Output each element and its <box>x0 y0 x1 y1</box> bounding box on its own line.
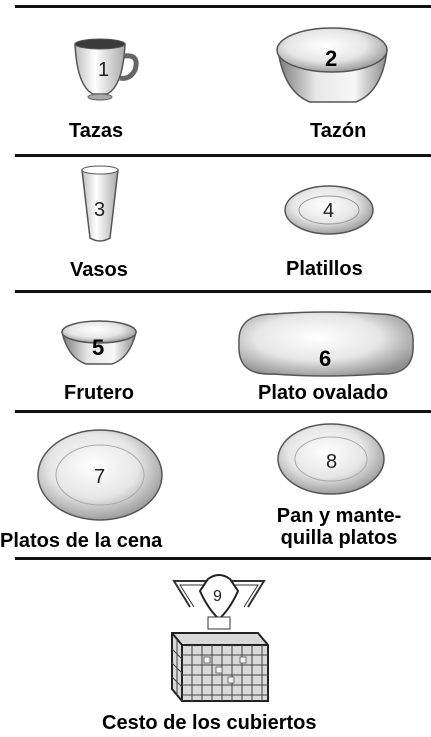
item-label: Platillos <box>286 258 363 280</box>
item-label: Platos de la cena <box>0 530 163 552</box>
divider-line <box>15 290 431 293</box>
item-number: 8 <box>326 451 337 473</box>
item-label: Tazón <box>310 120 367 142</box>
item-number: 6 <box>319 346 331 371</box>
fruit-bowl-icon: 5 <box>61 320 137 365</box>
divider-line <box>15 154 431 157</box>
saucer-icon: 4 <box>284 185 374 235</box>
cup-icon: 1 <box>74 38 139 101</box>
item-number: 9 <box>213 588 222 605</box>
item-number: 7 <box>94 466 105 488</box>
bread-plate-icon: 8 <box>277 423 385 495</box>
item-label-line: Pan y mante- <box>276 505 402 527</box>
bowl-icon: 2 <box>276 27 388 103</box>
item-label: Plato ovalado <box>258 382 389 404</box>
glass-icon: 3 <box>81 165 119 242</box>
item-label-line: quilla platos <box>280 527 398 549</box>
divider-line <box>15 5 431 8</box>
item-label: Tazas <box>69 120 124 142</box>
item-number: 4 <box>323 200 334 222</box>
oval-platter-icon: 6 <box>238 311 414 377</box>
item-label: Frutero <box>64 382 134 404</box>
item-number: 2 <box>325 46 337 71</box>
item-label: Vasos <box>70 259 128 281</box>
dinner-plate-icon: 7 <box>37 429 163 521</box>
item-label: Pan y mante- quilla platos <box>264 505 414 549</box>
item-number: 1 <box>98 59 109 81</box>
divider-line <box>15 410 431 413</box>
divider-line <box>15 557 431 560</box>
cutlery-basket-icon: 9 <box>171 574 269 702</box>
item-number: 3 <box>94 199 105 221</box>
item-label: Cesto de los cubiertos <box>102 712 317 734</box>
item-number: 5 <box>92 335 104 360</box>
